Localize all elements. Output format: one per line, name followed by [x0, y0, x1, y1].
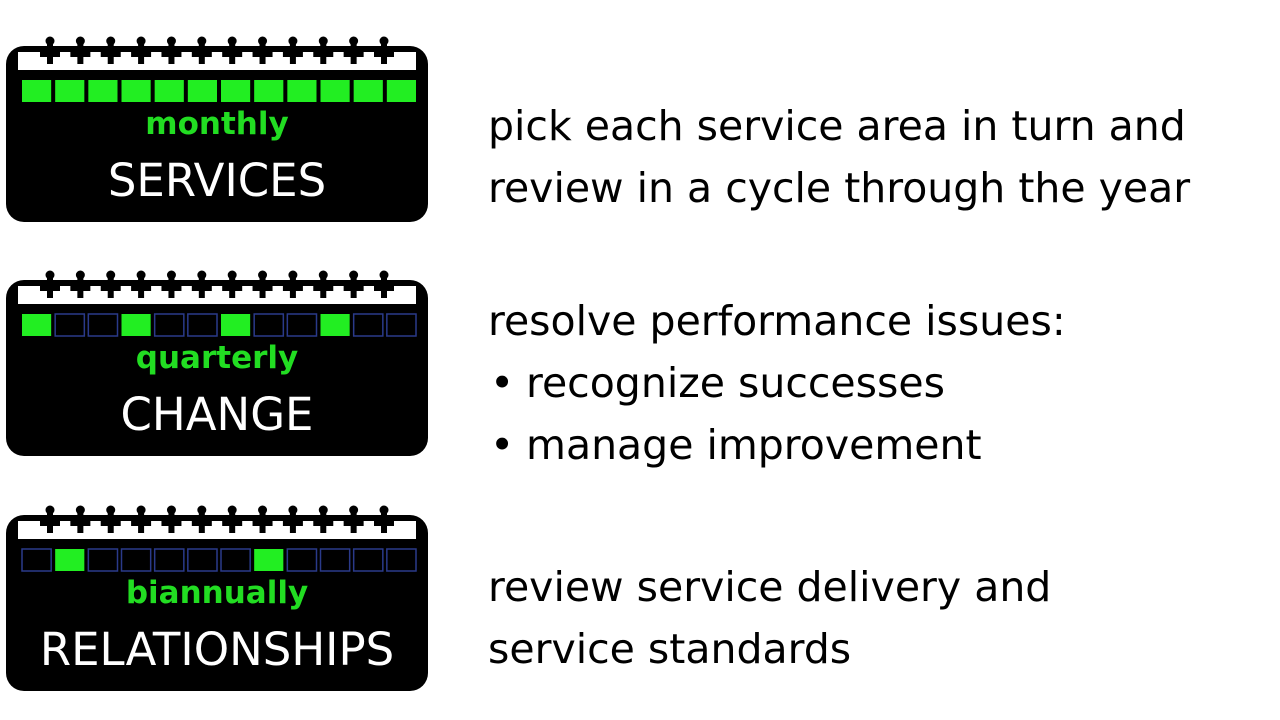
- month-box-inactive: [153, 548, 185, 572]
- card-title: SERVICES: [107, 154, 327, 207]
- month-box-active: [254, 80, 284, 102]
- binding-ring-icon: [222, 505, 243, 533]
- binding-ring-icon: [282, 270, 303, 298]
- month-box-active: [287, 80, 317, 102]
- month-box-inactive: [87, 313, 119, 337]
- binding-ring-icon: [252, 505, 273, 533]
- calendar-icon: [6, 270, 428, 456]
- binding-ring-icon: [374, 505, 394, 533]
- binding-ring-icon: [313, 36, 334, 64]
- month-box-active: [353, 80, 383, 102]
- month-box-active: [22, 80, 52, 102]
- binding-ring-icon: [343, 270, 364, 298]
- month-box-active: [221, 314, 251, 336]
- services-description: pick each service area in turn and revie…: [488, 95, 1190, 219]
- calendar-icon: [6, 36, 428, 222]
- month-box-inactive: [286, 313, 318, 337]
- month-box-active: [187, 80, 217, 102]
- month-box-inactive: [352, 313, 384, 337]
- month-box-inactive: [120, 548, 152, 572]
- bullet-item: manage improvement: [488, 414, 1066, 476]
- month-box-active: [320, 80, 350, 102]
- binding-ring-icon: [191, 270, 212, 298]
- binding-ring-icon: [374, 36, 394, 64]
- month-box-inactive: [386, 548, 417, 572]
- month-box-inactive: [153, 313, 185, 337]
- month-box-inactive: [187, 548, 218, 572]
- binding-ring-icon: [343, 505, 364, 533]
- month-box-inactive: [220, 548, 251, 572]
- month-box-inactive: [386, 313, 417, 337]
- binding-ring-icon: [282, 505, 303, 533]
- month-box-active: [121, 314, 151, 336]
- calendar-card-relationships: biannually RELATIONSHIPS: [4, 505, 430, 695]
- calendar-card-change: quarterly CHANGE: [4, 270, 430, 460]
- binding-ring-icon: [313, 270, 334, 298]
- binding-ring-icon: [282, 36, 303, 64]
- binding-ring-icon: [313, 505, 334, 533]
- month-box-active: [121, 80, 151, 102]
- month-box-active: [154, 80, 184, 102]
- description-line: pick each service area in turn and: [488, 102, 1186, 150]
- binding-ring-icon: [70, 270, 91, 298]
- binding-ring-icon: [161, 36, 182, 64]
- month-box-inactive: [352, 548, 384, 572]
- binding-ring-icon: [252, 270, 273, 298]
- binding-ring-icon: [343, 36, 364, 64]
- binding-ring-icon: [131, 505, 152, 533]
- month-box-active: [221, 80, 251, 102]
- binding-ring-icon: [100, 505, 121, 533]
- binding-ring-icon: [100, 270, 121, 298]
- binding-ring-icon: [222, 270, 243, 298]
- month-box-active: [386, 80, 416, 102]
- month-box-inactive: [54, 313, 86, 337]
- month-box-active: [88, 80, 118, 102]
- month-box-active: [320, 314, 350, 336]
- binding-ring-icon: [40, 505, 60, 533]
- change-description: resolve performance issues: recognize su…: [488, 290, 1066, 476]
- month-box-inactive: [286, 548, 318, 572]
- binding-ring-icon: [161, 505, 182, 533]
- bullet-list: recognize successes manage improvement: [488, 352, 1066, 476]
- bullet-item: recognize successes: [488, 352, 1066, 414]
- calendar-card-services: monthly SERVICES: [4, 36, 430, 226]
- binding-ring-icon: [191, 505, 212, 533]
- month-box-active: [55, 549, 85, 571]
- month-box-inactive: [87, 548, 119, 572]
- binding-ring-icon: [40, 36, 60, 64]
- month-box-inactive: [253, 313, 285, 337]
- card-title: CHANGE: [120, 388, 314, 441]
- binding-ring-icon: [374, 270, 394, 298]
- month-box-active: [22, 314, 52, 336]
- binding-ring-icon: [161, 270, 182, 298]
- binding-ring-icon: [222, 36, 243, 64]
- month-box-active: [254, 549, 284, 571]
- frequency-label: biannually: [125, 575, 309, 611]
- card-title: RELATIONSHIPS: [39, 623, 395, 676]
- month-box-inactive: [187, 313, 218, 337]
- month-box-active: [55, 80, 85, 102]
- month-box-inactive: [21, 548, 52, 572]
- frequency-label: monthly: [145, 106, 289, 142]
- binding-ring-icon: [40, 270, 60, 298]
- binding-ring-icon: [252, 36, 273, 64]
- binding-ring-icon: [131, 270, 152, 298]
- description-line: service standards: [488, 625, 852, 673]
- description-line: resolve performance issues:: [488, 297, 1066, 345]
- binding-ring-icon: [191, 36, 212, 64]
- month-box-inactive: [319, 548, 351, 572]
- relationships-description: review service delivery and service stan…: [488, 556, 1051, 680]
- binding-ring-icon: [100, 36, 121, 64]
- binding-ring-icon: [70, 505, 91, 533]
- calendar-icon: [6, 505, 428, 691]
- binding-ring-icon: [70, 36, 91, 64]
- binding-ring-icon: [131, 36, 152, 64]
- description-line: review in a cycle through the year: [488, 164, 1191, 212]
- frequency-label: quarterly: [135, 340, 299, 376]
- description-line: review service delivery and: [488, 563, 1052, 611]
